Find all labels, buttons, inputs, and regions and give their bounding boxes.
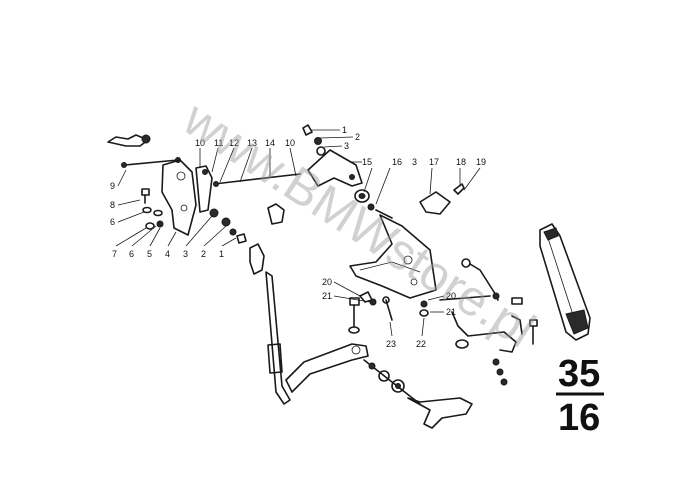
clip-1: [302, 124, 313, 136]
callout: 18: [456, 157, 466, 167]
group-number-bottom: 16: [558, 397, 600, 439]
callout: 12: [229, 138, 239, 148]
bolts-20-21: [359, 291, 429, 321]
accelerator-pedal: [539, 223, 591, 341]
callout: 16: [392, 157, 402, 167]
callout: 17: [429, 157, 439, 167]
crank-arm: [407, 397, 473, 429]
callout: 11: [214, 138, 223, 148]
lever-10-11: [195, 165, 213, 213]
callout: 10: [285, 138, 295, 148]
main-bracket: [349, 214, 437, 299]
bracket-4: [161, 159, 197, 236]
push-rod-left: [249, 243, 291, 405]
small-parts-right: [492, 319, 538, 386]
callout: 2: [355, 132, 360, 142]
callout: 6: [129, 249, 134, 259]
leader-lines: [115, 129, 481, 337]
rod-13-14: [213, 173, 301, 187]
screw-18: [453, 183, 465, 195]
callout: 9: [110, 181, 115, 191]
callout: 21: [322, 291, 332, 301]
callout: 1: [219, 249, 224, 259]
callout: 3: [183, 249, 188, 259]
washers-6-7: [142, 206, 164, 230]
callout: 8: [110, 200, 115, 210]
pedal-lever: [285, 343, 369, 393]
callout: 2: [201, 249, 206, 259]
shaft-assembly: [363, 359, 421, 405]
callout: 6: [110, 217, 115, 227]
group-number: 35 16: [556, 353, 604, 439]
group-number-top: 35: [558, 353, 600, 395]
callout: 5: [147, 249, 152, 259]
nut-2-3-top: [314, 137, 326, 156]
nuts-2-3: [209, 208, 247, 244]
callout: 1: [342, 125, 347, 135]
shaft-3: [375, 209, 393, 219]
callout: 15: [362, 157, 372, 167]
bolt-8: [141, 188, 150, 204]
bushing-10: [267, 203, 285, 225]
callout: 4: [165, 249, 170, 259]
callout: 3: [344, 141, 349, 151]
bolt-center: [348, 297, 360, 334]
callout: 23: [386, 339, 396, 349]
callout: 20: [446, 291, 456, 301]
callout: 21: [446, 307, 456, 317]
callout: 13: [247, 138, 257, 148]
callout: 10: [195, 138, 205, 148]
callout-labels: 1 2 3 15 16 3 17 18 19 10 11 12 13 14 10…: [110, 125, 486, 349]
callout: 7: [112, 249, 117, 259]
callout: 19: [476, 157, 486, 167]
cable-end-fitting: [107, 134, 151, 147]
callout: 20: [322, 277, 332, 287]
callout: 3: [412, 157, 417, 167]
linkage-lower-right: [451, 297, 523, 353]
rod-right: [439, 258, 500, 301]
callout: 22: [416, 339, 426, 349]
lever-15: [307, 149, 363, 187]
plate-17: [419, 191, 451, 215]
bearing-16: [354, 189, 375, 211]
callout: 14: [265, 138, 275, 148]
